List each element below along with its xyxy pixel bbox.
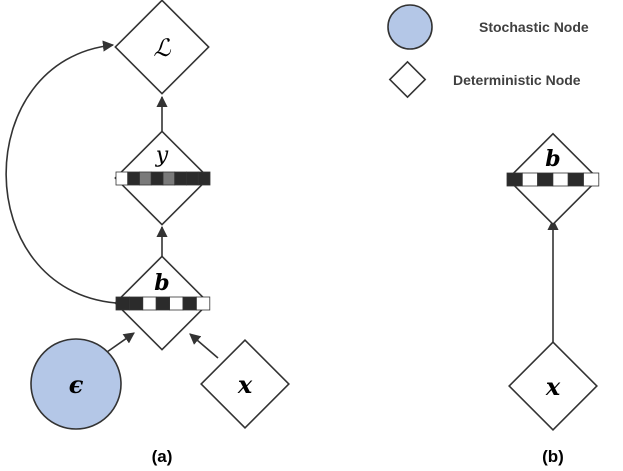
code-cell xyxy=(195,296,211,311)
code-cell xyxy=(169,296,184,311)
legend-deterministic-icon xyxy=(388,60,427,99)
legend-stochastic-label: Stochastic Node xyxy=(479,19,589,35)
code-cell xyxy=(150,171,164,186)
code-cell xyxy=(115,296,130,311)
code-cell xyxy=(174,171,187,186)
panel-a: ℒ y b ϵ x (a) xyxy=(5,0,290,466)
b-node-label: b xyxy=(154,270,169,296)
edge-epsilon-to-b xyxy=(106,332,135,353)
code-cell xyxy=(197,171,211,186)
code-cell xyxy=(583,172,600,187)
b-node-panel-b-label: b xyxy=(545,146,560,172)
y-node-label: y xyxy=(155,143,169,168)
b-code-strip-panel-b xyxy=(506,172,600,187)
code-cell xyxy=(521,172,538,187)
panel-a-label: (a) xyxy=(152,447,173,466)
loss-node-label: ℒ xyxy=(153,34,171,62)
code-cell xyxy=(142,296,157,311)
y-code-strip xyxy=(115,171,211,186)
code-cell xyxy=(567,172,584,187)
code-cell xyxy=(186,171,199,186)
x-node-panel-b-label: x xyxy=(545,372,561,401)
code-cell xyxy=(506,172,523,187)
edge-b-to-loss xyxy=(5,40,117,304)
legend-stochastic-icon xyxy=(387,4,433,50)
panel-b-label: (b) xyxy=(542,447,564,466)
x-node-panel-b xyxy=(508,341,598,431)
epsilon-node-label: ϵ xyxy=(69,370,84,399)
loss-node xyxy=(114,0,210,95)
epsilon-node xyxy=(30,338,122,430)
legend: Stochastic Node Deterministic Node xyxy=(387,4,589,99)
panel-b: b x (b) xyxy=(506,132,600,466)
edge-x-to-b xyxy=(189,333,219,359)
code-cell xyxy=(552,172,569,187)
x-node-label: x xyxy=(237,370,253,399)
code-cell xyxy=(537,172,554,187)
code-cell xyxy=(115,171,129,186)
code-cell xyxy=(139,171,152,186)
code-cell xyxy=(182,296,197,311)
x-node xyxy=(200,339,290,429)
legend-deterministic-label: Deterministic Node xyxy=(453,72,581,88)
code-cell xyxy=(128,296,144,311)
code-cell xyxy=(155,296,170,311)
code-cell xyxy=(127,171,140,186)
b-code-strip xyxy=(115,296,211,311)
code-cell xyxy=(162,171,176,186)
